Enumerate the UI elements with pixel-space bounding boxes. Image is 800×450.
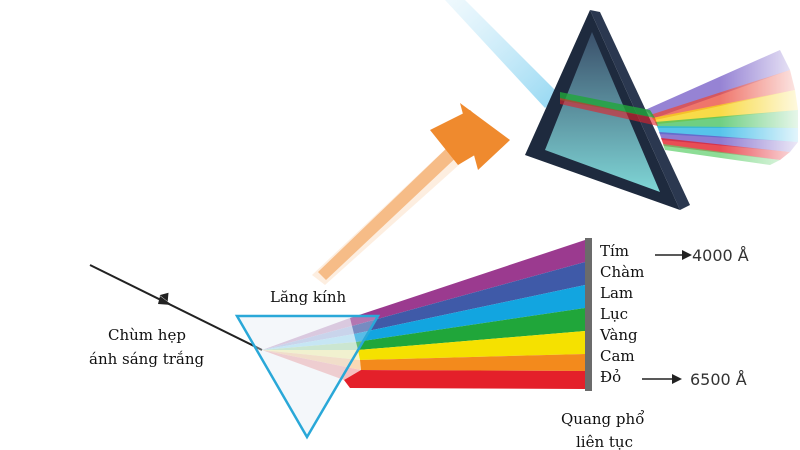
color-label-yellow: Vàng bbox=[600, 326, 638, 344]
spectrum-bands bbox=[344, 240, 585, 389]
color-label-orange: Cam bbox=[600, 347, 635, 365]
incident-label-line1: Chùm hẹp bbox=[108, 326, 186, 344]
color-label-green: Lục bbox=[600, 305, 629, 323]
spectrum-label-line1: Quang phổ bbox=[561, 410, 645, 428]
wavelength-arrow-violet bbox=[655, 250, 692, 260]
color-label-blue: Lam bbox=[600, 284, 634, 302]
wavelength-red: 6500 Å bbox=[690, 370, 747, 389]
photo-prism bbox=[445, 0, 800, 210]
color-names-list: Tím Chàm Lam Lục Vàng Cam Đỏ bbox=[600, 242, 644, 389]
color-label-red: Đỏ bbox=[600, 368, 622, 386]
color-label-indigo: Chàm bbox=[600, 263, 645, 281]
wavelength-arrow-red bbox=[642, 374, 682, 384]
spectrum-label-line2: liên tục bbox=[576, 433, 633, 450]
prism-triangle bbox=[234, 314, 381, 440]
internal-dispersion bbox=[262, 318, 361, 380]
incident-label-line2: ánh sáng trắng bbox=[89, 350, 205, 368]
orange-arrow-icon bbox=[312, 103, 510, 285]
prism-label: Lăng kính bbox=[270, 288, 347, 306]
spectrum-screen bbox=[585, 238, 592, 391]
incident-ray bbox=[89, 264, 263, 351]
color-label-violet: Tím bbox=[600, 242, 630, 260]
wavelength-violet: 4000 Å bbox=[692, 246, 749, 265]
